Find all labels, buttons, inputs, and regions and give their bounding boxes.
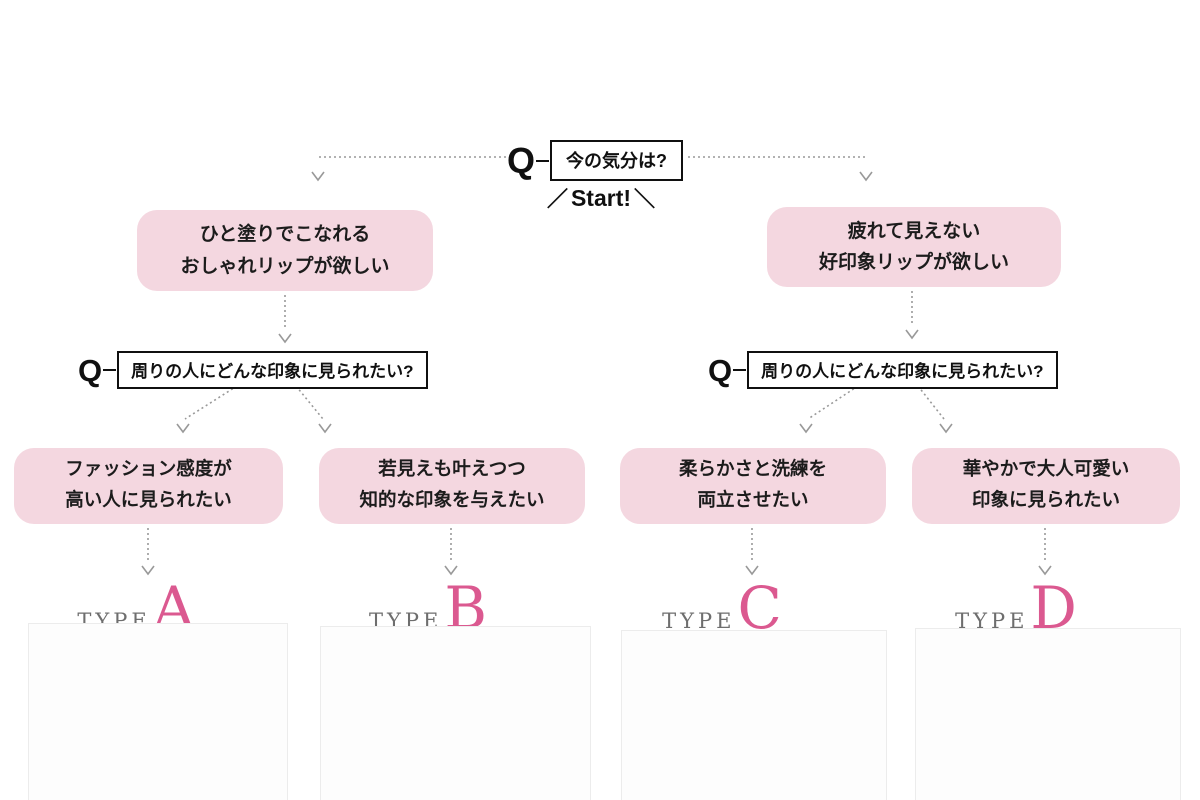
type-c-word: TYPE	[662, 609, 736, 633]
question-right-box: 周りの人にどんな印象に見られたい?	[747, 351, 1058, 389]
choice-type-a-line1: ファッション感度が	[65, 460, 232, 481]
result-card-c	[621, 630, 887, 800]
choice-type-c-line1: 柔らかさと洗練を	[678, 460, 827, 481]
start-q-letter: Q	[507, 139, 536, 181]
start-decor-left: ／	[546, 188, 568, 211]
q-dash	[733, 369, 747, 371]
choice-right: 疲れて見えない 好印象リップが欲しい	[767, 207, 1061, 287]
choice-left-line1: ひと塗りでこなれる	[199, 224, 371, 246]
choice-type-a: ファッション感度が 高い人に見られたい	[14, 448, 283, 524]
type-d-label: TYPE D	[955, 574, 1077, 642]
type-c-letter: C	[737, 574, 782, 642]
start-text: Start!	[570, 184, 632, 211]
choice-type-b: 若見えも叶えつつ 知的な印象を与えたい	[319, 448, 585, 524]
type-d-letter: D	[1030, 574, 1077, 642]
start-question-box: 今の気分は?	[550, 140, 684, 181]
choice-type-b-line1: 若見えも叶えつつ	[378, 460, 526, 481]
choice-right-line2: 好印象リップが欲しい	[818, 252, 1009, 273]
choice-type-d-line1: 華やかで大人可愛い	[962, 460, 1130, 481]
start-question: Q 今の気分は?	[507, 139, 684, 181]
choice-left-line2: おしゃれリップが欲しい	[180, 255, 390, 277]
arrowhead-chevrons	[141, 171, 1052, 576]
question-right-q-letter: Q	[708, 352, 733, 388]
result-card-b	[320, 626, 591, 800]
question-left-q-letter: Q	[78, 352, 103, 388]
result-card-d	[915, 628, 1181, 800]
choice-right-line1: 疲れて見えない	[847, 220, 981, 242]
question-right: Q 周りの人にどんな印象に見られたい?	[708, 351, 1058, 389]
choice-left: ひと塗りでこなれる おしゃれリップが欲しい	[137, 210, 433, 291]
choice-type-d: 華やかで大人可愛い 印象に見られたい	[912, 448, 1180, 524]
choice-type-a-line2: 高い人に見られたい	[65, 491, 232, 511]
start-decor-right: ＼	[634, 188, 656, 211]
start-label: ／ Start! ＼	[547, 183, 655, 213]
q-dash	[103, 369, 117, 371]
dotted-connectors	[147, 156, 1046, 560]
question-left: Q 周りの人にどんな印象に見られたい?	[78, 351, 428, 389]
q-dash	[536, 159, 550, 162]
result-card-a	[28, 623, 288, 800]
choice-type-d-line2: 印象に見られたい	[971, 491, 1120, 511]
choice-type-c-line2: 両立させたい	[697, 491, 809, 511]
choice-type-c: 柔らかさと洗練を 両立させたい	[620, 448, 886, 524]
type-c-label: TYPE C	[662, 574, 782, 642]
choice-type-b-line2: 知的な印象を与えたい	[359, 491, 545, 511]
question-left-box: 周りの人にどんな印象に見られたい?	[117, 351, 428, 389]
